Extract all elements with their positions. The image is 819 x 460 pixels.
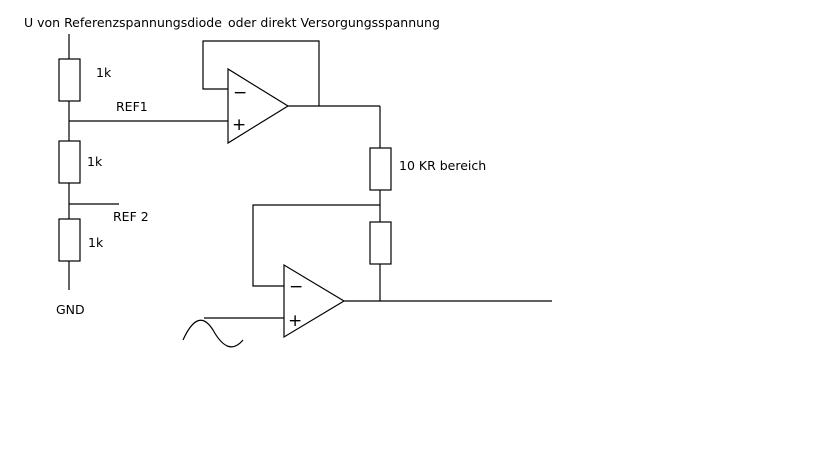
- r1-value-label: 1k: [96, 65, 112, 80]
- opamp-1-inverting-sign: −: [233, 83, 247, 103]
- range-resistor-label: 10 KR bereich: [399, 158, 486, 173]
- sine-wave-icon: [182, 319, 244, 348]
- resistor-r2: [58, 140, 81, 184]
- ref2-label: REF 2: [113, 209, 149, 224]
- opamp-1-feedback-wire: [202, 40, 320, 106]
- opamp-1-noninverting-sign: +: [232, 115, 246, 135]
- resistor-r1: [58, 58, 81, 102]
- supply-alt-label: oder direkt Versorgungsspannung: [228, 15, 440, 30]
- ref1-label: REF1: [116, 99, 148, 114]
- opamp-2-inverting-sign: −: [289, 277, 303, 297]
- resistor-range: [369, 147, 392, 191]
- resistor-feedback: [369, 221, 392, 265]
- r3-value-label: 1k: [88, 235, 104, 250]
- r2-value-label: 1k: [87, 154, 103, 169]
- opamp-2-noninverting-sign: +: [288, 311, 302, 331]
- resistor-r3: [58, 218, 81, 262]
- opamp-1: [227, 67, 290, 145]
- supply-source-label: U von Referenzspannungsdiode: [24, 15, 222, 30]
- opamp-2: [283, 263, 346, 339]
- opamp-2-inverting-wire: [252, 204, 380, 287]
- gnd-label: GND: [56, 302, 85, 317]
